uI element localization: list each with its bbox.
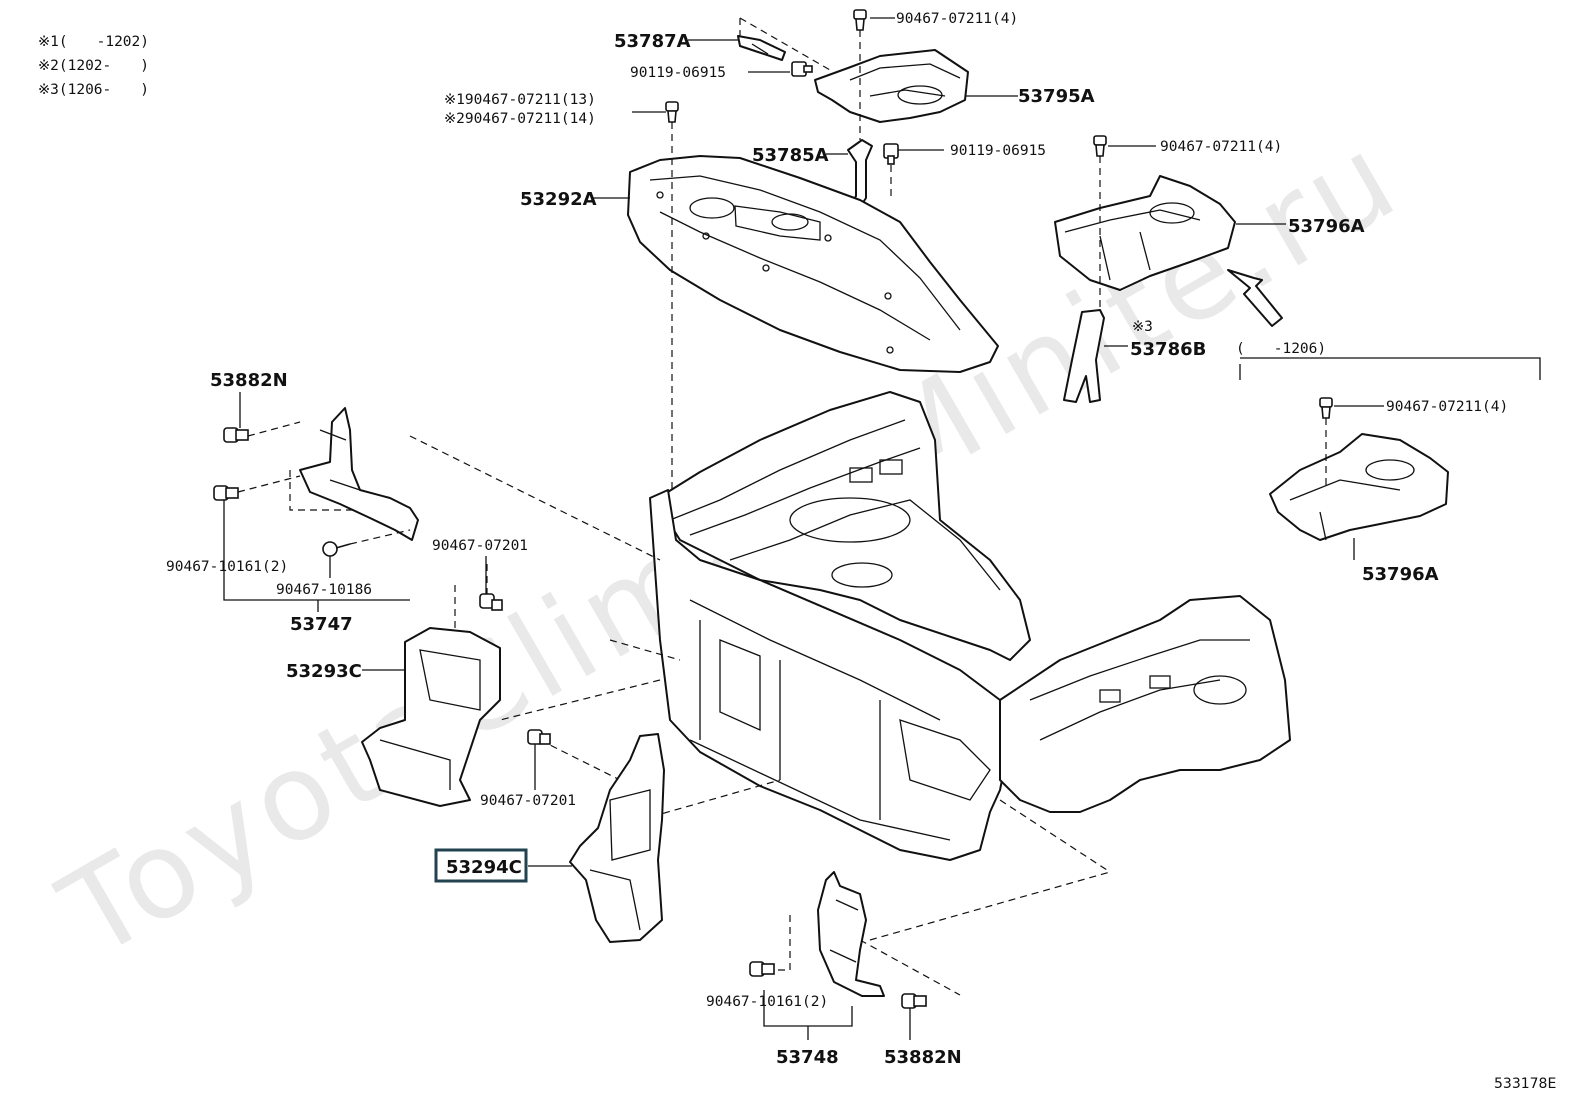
- label-90467-07201-b[interactable]: 90467-07201: [480, 793, 576, 809]
- note-1: ※1( -1202): [38, 34, 149, 50]
- range-label: ( -1206): [1236, 341, 1326, 357]
- clip-90467-10186: [322, 541, 351, 557]
- highlight-box-53294C: [434, 848, 528, 883]
- seal-53294C-drawing: [569, 733, 665, 943]
- bracket-53748-drawing: [817, 871, 885, 997]
- bolt-53882N-bottom: [901, 993, 927, 1009]
- label-note2-90467-07211[interactable]: ※290467-07211(14): [444, 111, 596, 127]
- label-90467-07211-b[interactable]: 90467-07211(4): [1160, 139, 1282, 155]
- label-53795A[interactable]: 53795A: [1018, 86, 1095, 107]
- diagram-id: 533178E: [1494, 1076, 1556, 1092]
- label-53882N-bottom[interactable]: 53882N: [884, 1047, 962, 1068]
- label-53747[interactable]: 53747: [290, 614, 353, 635]
- label-53882N-top[interactable]: 53882N: [210, 370, 288, 391]
- bolt-90467-07211-cover: [665, 101, 679, 123]
- bracket-53786B-drawing: [1063, 309, 1105, 403]
- front-body-structure-drawing: [649, 391, 1291, 861]
- label-53748[interactable]: 53748: [776, 1047, 839, 1068]
- label-53796A-alt[interactable]: 53796A: [1362, 564, 1439, 585]
- seal-53293C-drawing: [361, 627, 501, 807]
- label-90467-10161-a[interactable]: 90467-10161(2): [166, 559, 288, 575]
- note-2: ※2(1202- ): [38, 58, 149, 74]
- cover-53292A-drawing: [627, 155, 999, 373]
- label-53796A-top[interactable]: 53796A: [1288, 216, 1365, 237]
- note-3: ※3(1206- ): [38, 82, 149, 98]
- bracket-53787A-drawing: [737, 35, 786, 61]
- label-53785A[interactable]: 53785A: [752, 145, 829, 166]
- label-53293C[interactable]: 53293C: [286, 661, 362, 682]
- cover-53796A-top-drawing: [1054, 175, 1236, 291]
- label-53292A[interactable]: 53292A: [520, 189, 597, 210]
- bolt-90467-07211-top: [853, 9, 867, 31]
- cover-53796A-alt-drawing: [1269, 433, 1449, 541]
- label-note1-90467-07211[interactable]: ※190467-07211(13): [444, 92, 596, 108]
- bolt-90119-06915-mid: [883, 143, 899, 165]
- bolt-53882N-top: [223, 427, 249, 443]
- label-53787A[interactable]: 53787A: [614, 31, 691, 52]
- bracket-53747-drawing: [299, 407, 419, 541]
- bolt-90467-10161-left: [213, 485, 239, 501]
- label-90119-06915-a[interactable]: 90119-06915: [630, 65, 726, 81]
- bolt-90467-07211-right: [1093, 135, 1107, 157]
- label-90467-10186[interactable]: 90467-10186: [276, 582, 372, 598]
- bolt-90467-07201-lower: [527, 729, 551, 745]
- bolt-90467-10161-bottom: [749, 961, 775, 977]
- label-90467-10161-b[interactable]: 90467-10161(2): [706, 994, 828, 1010]
- label-53294C[interactable]: 53294C: [446, 857, 522, 878]
- label-90119-06915-b[interactable]: 90119-06915: [950, 143, 1046, 159]
- view-arrow: [1227, 269, 1283, 327]
- cover-53795A-drawing: [814, 49, 969, 123]
- bolt-90119-06915-top: [791, 61, 813, 77]
- label-90467-07211-a[interactable]: 90467-07211(4): [896, 11, 1018, 27]
- label-90467-07211-c[interactable]: 90467-07211(4): [1386, 399, 1508, 415]
- note-3-marker: ※3: [1132, 319, 1153, 335]
- label-90467-07201-a[interactable]: 90467-07201: [432, 538, 528, 554]
- bolt-90467-07211-alt: [1319, 397, 1333, 419]
- bolt-90467-07201-upper: [479, 593, 503, 611]
- label-53786B[interactable]: 53786B: [1130, 339, 1206, 360]
